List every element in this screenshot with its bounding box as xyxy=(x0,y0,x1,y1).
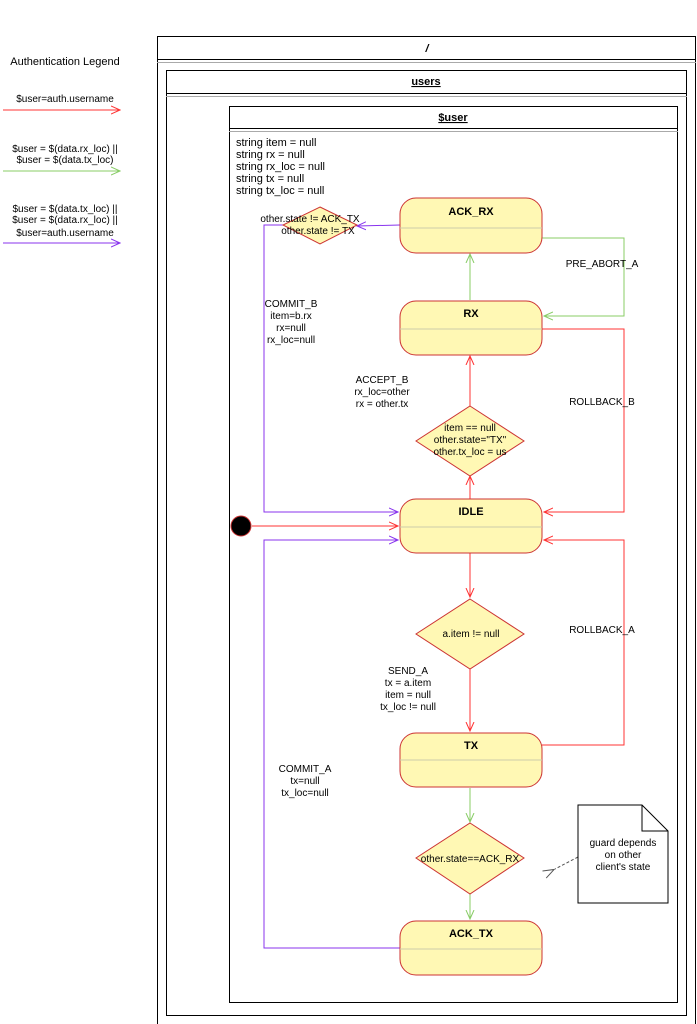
state-ack-tx-label: ACK_TX xyxy=(449,928,494,940)
edge-rollback-b xyxy=(542,328,625,512)
svg-text:rx = other.tx: rx = other.tx xyxy=(356,399,409,410)
users-title: users xyxy=(411,76,440,88)
svg-text:tx=null: tx=null xyxy=(290,776,319,787)
state-rx-label: RX xyxy=(463,308,479,320)
send-guard-label: a.item != null xyxy=(443,629,500,640)
svg-text:rx_loc=null: rx_loc=null xyxy=(267,335,315,346)
accept-guard-line-3: other.tx_loc = us xyxy=(433,447,506,458)
decision-accept-guard[interactable]: item == null other.state="TX" other.tx_l… xyxy=(415,405,525,477)
edge-commit-b xyxy=(263,224,398,512)
svg-text:rx_loc=other: rx_loc=other xyxy=(354,387,410,398)
edge-commit-a xyxy=(263,540,400,949)
variable-item: string item = null xyxy=(236,137,316,149)
state-ack-tx[interactable]: ACK_TX xyxy=(399,920,543,976)
state-tx[interactable]: TX xyxy=(399,732,543,788)
svg-text:item = null: item = null xyxy=(385,690,431,701)
legend-purple-text-1: $user = $(data.tx_loc) || xyxy=(13,204,118,215)
note-line-2: on other xyxy=(605,850,642,861)
label-send-a: SEND_A tx = a.item item = null tx_loc !=… xyxy=(380,666,436,713)
variables-block: string item = null string rx = null stri… xyxy=(236,137,325,197)
svg-text:COMMIT_A: COMMIT_A xyxy=(279,764,332,775)
variable-rx-loc: string rx_loc = null xyxy=(236,161,325,173)
edge-rollback-a xyxy=(542,540,625,746)
users-container: users xyxy=(166,70,687,1016)
svg-text:tx = a.item: tx = a.item xyxy=(385,678,431,689)
decision-send-guard[interactable]: a.item != null xyxy=(415,598,525,670)
note-line-1: guard depends xyxy=(590,838,657,849)
legend-red-text-1: $user=auth.username xyxy=(16,94,114,105)
svg-text:rx=null: rx=null xyxy=(276,323,306,334)
legend-title: Authentication Legend xyxy=(10,56,119,68)
accept-guard-line-2: other.state="TX" xyxy=(434,435,507,446)
ack-guard-line-1: other.state != ACK_TX xyxy=(260,214,360,225)
user-title: $user xyxy=(438,112,468,124)
ack-tx-guard-label: other.state==ACK_RX xyxy=(421,854,520,865)
edge-pre-abort-a xyxy=(542,237,625,316)
legend-purple-text-3: $user=auth.username xyxy=(16,228,114,239)
decision-ack-guard[interactable]: other.state != ACK_TX other.state != TX xyxy=(260,206,360,245)
note-guard-depends: guard depends on other client's state xyxy=(577,804,669,904)
note-connector xyxy=(555,856,579,869)
svg-text:COMMIT_B: COMMIT_B xyxy=(265,299,318,310)
state-tx-label: TX xyxy=(464,740,479,752)
label-commit-b: COMMIT_B item=b.rx rx=null rx_loc=null xyxy=(265,299,318,346)
note-line-3: client's state xyxy=(596,862,651,873)
edge-ackrx-to-guard xyxy=(357,225,401,226)
root-title: / xyxy=(424,43,430,55)
legend-purple-text-2: $user = $(data.rx_loc) || xyxy=(12,215,118,226)
state-rx[interactable]: RX xyxy=(399,300,543,356)
svg-text:tx_loc=null: tx_loc=null xyxy=(281,788,329,799)
label-commit-a: COMMIT_A tx=null tx_loc=null xyxy=(279,764,332,799)
decision-ack-tx-guard[interactable]: other.state==ACK_RX xyxy=(415,822,525,895)
root-container: / xyxy=(157,36,696,1024)
state-idle-label: IDLE xyxy=(458,506,483,518)
legend-green-text-1: $user = $(data.rx_loc) || xyxy=(12,144,118,155)
label-rollback-b: ROLLBACK_B xyxy=(569,397,635,408)
label-rollback-a: ROLLBACK_A xyxy=(569,625,635,636)
variable-tx-loc: string tx_loc = null xyxy=(236,185,324,197)
svg-text:item=b.rx: item=b.rx xyxy=(270,311,311,322)
accept-guard-line-1: item == null xyxy=(444,423,496,434)
label-accept-b: ACCEPT_B rx_loc=other rx = other.tx xyxy=(354,375,410,410)
initial-state xyxy=(230,515,252,537)
state-ack-rx-label: ACK_RX xyxy=(448,206,494,218)
legend-green-text-2: $user = $(data.tx_loc) xyxy=(17,155,114,166)
ack-guard-line-2: other.state != TX xyxy=(281,226,355,237)
state-idle[interactable]: IDLE xyxy=(399,498,543,554)
svg-text:SEND_A: SEND_A xyxy=(388,666,428,677)
legend: Authentication Legend $user=auth.usernam… xyxy=(3,56,120,243)
user-container: $user xyxy=(229,106,678,1003)
svg-text:tx_loc != null: tx_loc != null xyxy=(380,702,436,713)
svg-text:ACCEPT_B: ACCEPT_B xyxy=(356,375,409,386)
label-pre-abort-a: PRE_ABORT_A xyxy=(566,259,639,270)
variable-tx: string tx = null xyxy=(236,173,304,185)
variable-rx: string rx = null xyxy=(236,149,305,161)
state-ack-rx[interactable]: ACK_RX xyxy=(399,197,543,254)
